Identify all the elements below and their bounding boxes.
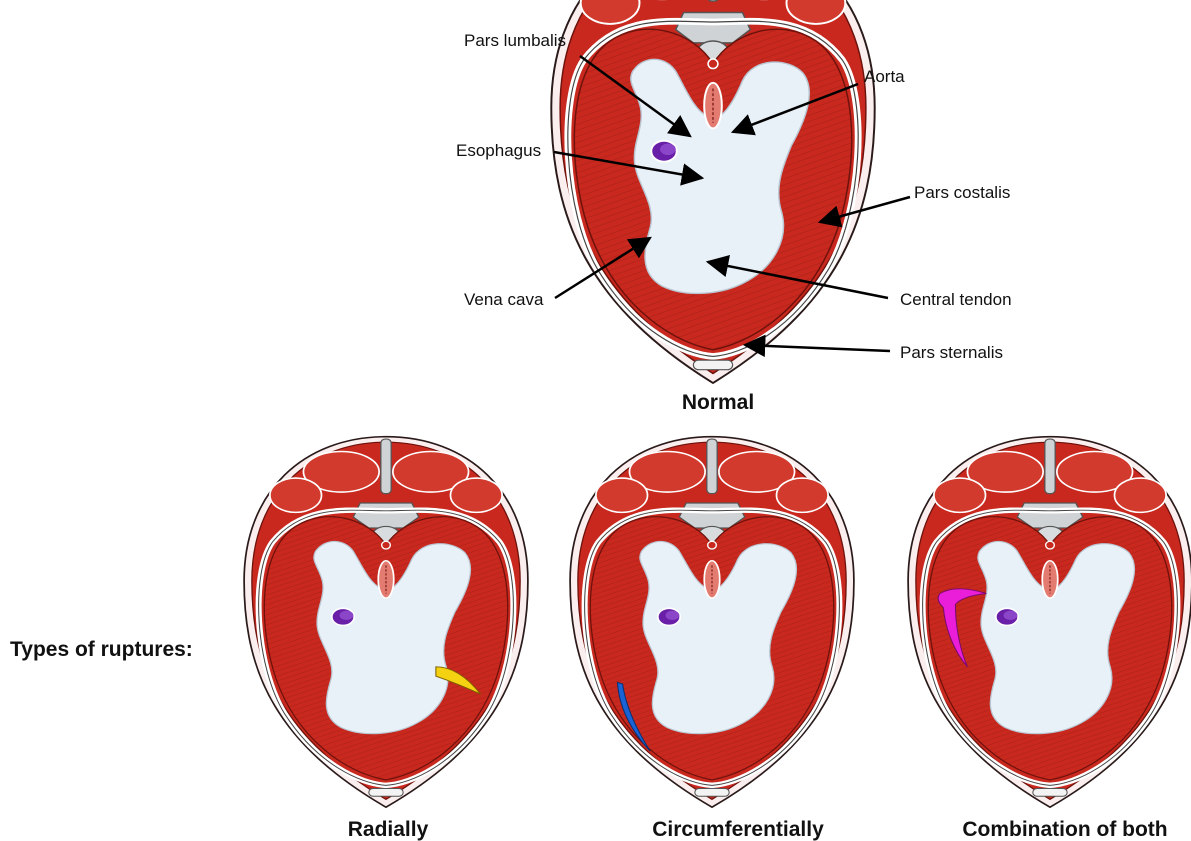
esophagus-label: Esophagus <box>456 141 541 160</box>
pars-sternalis-label: Pars sternalis <box>900 343 1003 362</box>
radially-caption: Radially <box>348 818 429 841</box>
circumferential-rupture-diaphragm <box>570 437 854 808</box>
normal-caption: Normal <box>682 391 754 414</box>
normal-diaphragm <box>551 0 874 383</box>
circumferentially-caption: Circumferentially <box>652 818 824 841</box>
aorta-label: Aorta <box>864 67 905 86</box>
central-tendon-label: Central tendon <box>900 290 1012 309</box>
pars-costalis-label: Pars costalis <box>914 183 1010 202</box>
rupture-types-title: Types of ruptures: <box>10 638 193 661</box>
combination-caption: Combination of both <box>962 818 1167 841</box>
vena-cava-label: Vena cava <box>464 290 544 309</box>
radial-rupture-diaphragm <box>244 437 528 808</box>
pars-lumbalis-label: Pars lumbalis <box>464 31 566 50</box>
combined-rupture-diaphragm <box>908 437 1191 808</box>
